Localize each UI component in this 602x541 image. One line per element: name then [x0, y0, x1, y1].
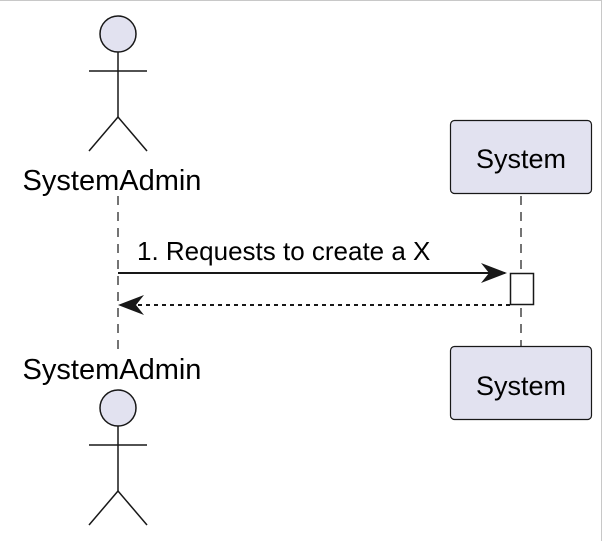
message-return [118, 295, 510, 315]
message-request-arrowhead [481, 263, 507, 283]
actor-right-leg [117, 490, 148, 526]
actor-right-leg [117, 116, 148, 152]
actor-head [99, 389, 137, 427]
actor-left-leg [88, 490, 119, 526]
actor-admin-top[interactable]: SystemAdmin [23, 15, 202, 197]
participant-system-top[interactable]: System [449, 119, 593, 195]
actor-head [99, 15, 137, 53]
participant-system-bottom-label: System [476, 371, 566, 401]
actor-left-leg [88, 116, 119, 152]
participant-box [449, 345, 593, 421]
message-request-label: 1. Requests to create a X [137, 236, 430, 266]
actor-admin-top-label: SystemAdmin [23, 165, 202, 197]
actor-admin-bottom-label: SystemAdmin [23, 354, 202, 386]
actor-admin-bottom[interactable]: SystemAdmin [23, 354, 202, 526]
message-request: 1. Requests to create a X [118, 236, 507, 283]
participant-system-bottom[interactable]: System [449, 345, 593, 421]
participant-system-top-label: System [476, 144, 566, 174]
participant-box [449, 119, 593, 195]
activation-bar [509, 272, 535, 306]
message-return-arrowhead [118, 295, 144, 315]
